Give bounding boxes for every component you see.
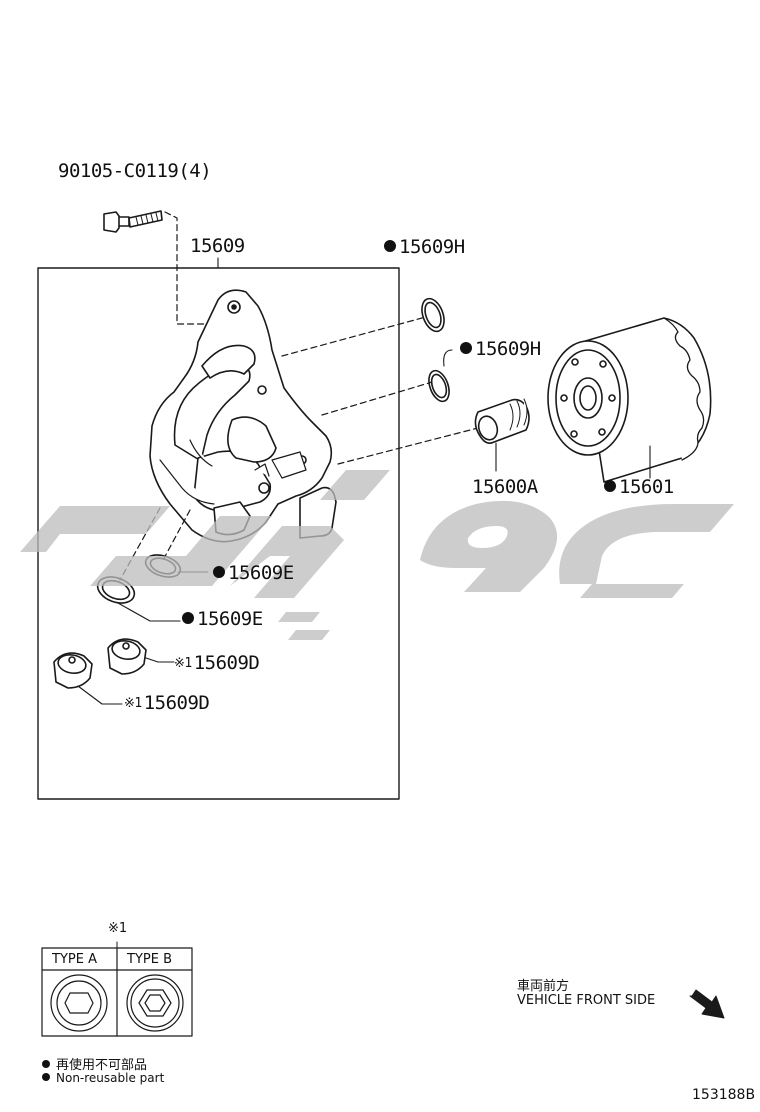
type-a-icon [50,974,108,1032]
oring-mid-label: 15609H [460,338,541,360]
oring-mid-leader [443,349,453,367]
oring-mid-drawing [428,369,450,403]
non-reusable-dot-icon [384,240,396,252]
gasket-upper-label: 15609E [213,562,294,584]
bolt-drawing [103,210,163,233]
gasket-upper-part-number: 15609E [228,562,294,584]
direction-en: VEHICLE FRONT SIDE [517,993,656,1008]
filter-part-number: 15601 [619,476,674,498]
plug-part-number: 15600A [472,476,538,498]
gasket-lower-label: 15609E [182,608,263,630]
plug-d-lower-part-number: 15609D [143,692,210,714]
non-reusable-dot-icon [604,480,616,492]
type-b-icon [126,974,184,1032]
bracket-drawing [149,289,337,543]
leader-oring-top [281,317,423,357]
legend-dot-icon [42,1060,50,1068]
assembly-part-number: 15609 [190,235,245,257]
legend-dot-icon [42,1073,50,1081]
legend-jp: 再使用不可部品 [42,1054,147,1073]
leader-gasket-upper [161,509,191,563]
legend-jp-text: 再使用不可部品 [56,1058,148,1073]
non-reusable-dot-icon [460,342,472,354]
oring-top-part-number: 15609H [399,236,465,258]
note-mark: ※1 [124,696,142,711]
non-reusable-dot-icon [213,566,225,578]
filter-15601-drawing [547,317,712,483]
non-reusable-dot-icon [182,612,194,624]
diagram-id: 153188B [692,1087,756,1103]
plug-d-upper-drawing [107,638,147,675]
type-a-label: TYPE A [52,952,97,967]
bolt-leader [164,211,218,325]
direction-arrow-icon [689,989,725,1019]
type-table [41,941,193,1037]
legend-en: Non-reusable part [42,1071,164,1085]
filter-label: 15601 [604,476,674,498]
leader-plug [337,427,479,465]
oring-top-drawing [421,297,445,333]
leader-oring-mid [321,381,433,416]
plug-d-upper-part-number: 15609D [193,652,260,674]
legend-en-text: Non-reusable part [56,1071,165,1085]
oring-top-label: 15609H [384,236,465,258]
type-table-mark: ※1 [108,921,128,936]
oring-mid-part-number: 15609H [475,338,541,360]
plug-d-upper-leader [145,657,175,663]
bolt-part-number: 90105-C0119(4) [58,160,212,182]
plug-d-lower-drawing [53,652,93,689]
direction-jp: 車両前方 [517,979,570,994]
note-mark: ※1 [174,656,192,671]
plug-d-lower-leader [77,685,123,705]
plug-15600a-drawing [474,398,530,444]
type-b-label: TYPE B [127,952,172,967]
gasket-lower-leader [117,602,181,622]
gasket-lower-part-number: 15609E [197,608,263,630]
